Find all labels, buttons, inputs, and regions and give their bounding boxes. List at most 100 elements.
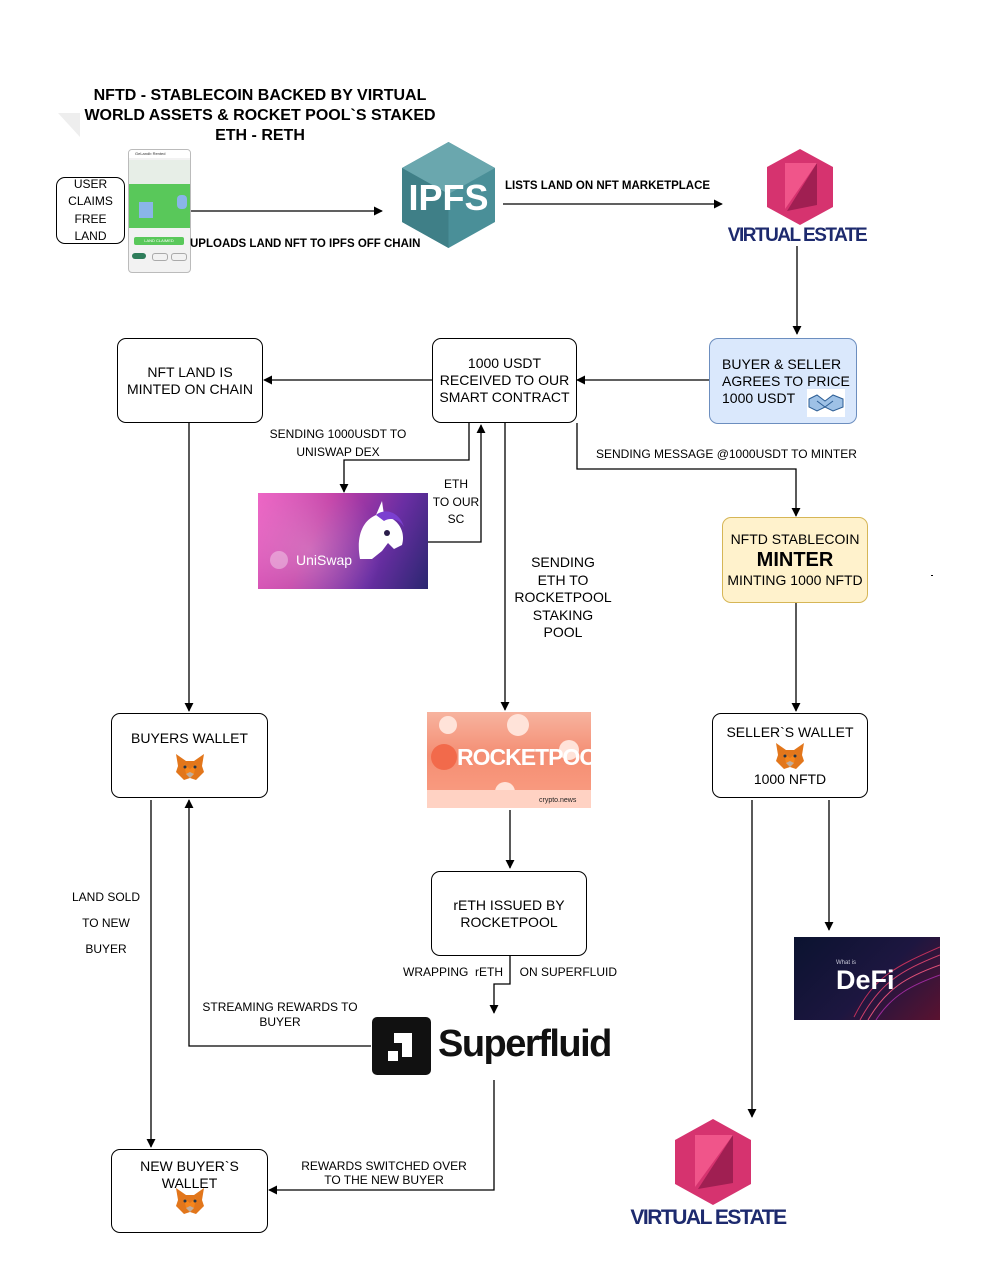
phone-screenshot: GeLandb Rented LAND CLAIMED xyxy=(128,149,191,273)
crypto-news-credit: crypto.news xyxy=(539,797,577,804)
label-eth-line-3: SC xyxy=(447,512,465,526)
label-land-sold-line-3: BUYER xyxy=(85,942,127,956)
nft-minted-line-2: MINTED ON CHAIN xyxy=(127,380,253,397)
metamask-fox-icon xyxy=(175,1188,204,1214)
new-buyer-line-2: WALLET xyxy=(161,1175,218,1191)
label-eth-line-2: TO OUR xyxy=(432,494,480,509)
edge-usdt-minter xyxy=(576,423,801,517)
label-streaming-line-1: STREAMING REWARDS TO xyxy=(202,1000,358,1014)
title-corner-tab xyxy=(58,113,80,137)
buyers-wallet-title: BUYERS WALLET xyxy=(131,730,248,746)
reth-issued-box: rETH ISSUED BY ROCKETPOOL xyxy=(431,871,587,956)
user-claims-line-4: LAND xyxy=(74,229,107,243)
defi-waves xyxy=(853,946,940,1020)
label-land-sold-line-1: LAND SOLD xyxy=(71,890,141,904)
buyer-seller-box: BUYER & SELLER AGREES TO PRICE 1000 USDT xyxy=(709,338,857,424)
defi-image: What is DeFi xyxy=(794,937,940,1020)
stray-dot xyxy=(931,575,933,576)
label-uploads-ipfs: UPLOADS LAND NFT TO IPFS OFF CHAIN xyxy=(190,238,421,250)
superfluid-logo: Superfluid xyxy=(372,1014,618,1078)
edge-usdt-uniswap xyxy=(339,423,470,493)
label-sending-eth-line-2: ETH TO xyxy=(537,571,589,588)
ipfs-logo-text: IPFS xyxy=(408,177,488,218)
edge-reth-superfluid xyxy=(489,956,511,1014)
defi-small-text: What is xyxy=(836,960,857,966)
title-line-1: NFTD - STABLECOIN BACKED BY VIRTUAL xyxy=(93,87,427,104)
ipfs-logo: IPFS xyxy=(402,142,495,248)
label-land-sold-line-2: TO NEW xyxy=(82,916,130,930)
nftd-minter-box: NFTD STABLECOIN MINTER MINTING 1000 NFTD xyxy=(722,517,868,603)
virtual-estate-logo-bottom xyxy=(675,1119,751,1205)
virtual-estate-logo-top xyxy=(767,149,833,225)
edge-superfluid-newbuyer xyxy=(268,1080,495,1195)
metamask-fox-icon xyxy=(776,742,804,769)
metamask-fox-icon xyxy=(175,754,204,780)
title-line-2: WORLD ASSETS & ROCKET POOL`S STAKED xyxy=(84,107,436,124)
edge-uniswap-usdt xyxy=(428,424,486,543)
label-rewards-line-1: REWARDS SWITCHED OVER xyxy=(301,1159,467,1173)
new-buyer-line-1: NEW BUYER`S xyxy=(140,1158,239,1174)
user-claims-line-1: USER xyxy=(73,176,108,191)
land-claimed-button: LAND CLAIMED xyxy=(134,237,184,245)
rocket-icon xyxy=(431,744,457,770)
new-buyer-wallet-box: NEW BUYER`S WALLET xyxy=(111,1149,268,1233)
label-wrapping-reth: WRAPPING rETH ON SUPERFLUID xyxy=(403,964,617,980)
superfluid-mark-icon xyxy=(372,1017,431,1075)
nft-minted-box: NFT LAND IS MINTED ON CHAIN xyxy=(117,338,263,423)
uniswap-logo-text: UniSwap xyxy=(296,552,353,568)
sellers-wallet-amount: 1000 NFTD xyxy=(753,770,827,787)
label-streaming-line-2: BUYER xyxy=(259,1015,301,1029)
user-claims-line-2: CLAIMS xyxy=(68,194,113,208)
usdt-received-line-3: SMART CONTRACT xyxy=(439,389,570,405)
label-sending-eth-rocketpool: SENDING ETH TO ROCKETPOOL STAKING POOL xyxy=(508,554,618,642)
minter-line-3: MINTING 1000 NFTD xyxy=(727,572,863,588)
defi-title: DeFi xyxy=(836,965,895,995)
usdt-received-box: 1000 USDT RECEIVED TO OUR SMART CONTRACT xyxy=(432,338,577,423)
label-rewards-switched: REWARDS SWITCHED OVER TO THE NEW BUYER xyxy=(296,1159,472,1187)
reth-issued-line-1: rETH ISSUED BY xyxy=(453,896,565,913)
nft-minted-line-1: NFT LAND IS xyxy=(147,363,233,380)
handshake-icon xyxy=(807,389,845,417)
unicorn-icon xyxy=(358,501,404,559)
phone-header: GeLandb Rented xyxy=(129,150,190,158)
sellers-wallet-title: SELLER`S WALLET xyxy=(726,723,854,740)
label-sending-eth-line-1: SENDING xyxy=(531,554,595,570)
label-wrapping-part-1: WRAPPING rETH xyxy=(403,965,504,979)
label-wrapping-part-2: ON SUPERFLUID xyxy=(519,965,617,979)
label-lists-marketplace: LISTS LAND ON NFT MARKETPLACE xyxy=(505,180,711,192)
label-sending-message-minter: SENDING MESSAGE @1000USDT TO MINTER xyxy=(596,447,857,461)
superfluid-wordmark: Superfluid xyxy=(438,1023,612,1065)
label-sending-eth-line-4: STAKING xyxy=(532,606,594,623)
virtual-estate-text-top: VIRTUAL ESTATE xyxy=(727,225,868,246)
reth-issued-line-2: ROCKETPOOL xyxy=(460,913,558,930)
label-streaming-rewards: STREAMING REWARDS TO BUYER xyxy=(200,1000,360,1030)
label-eth-line-1: ETH xyxy=(444,477,468,491)
uniswap-image: UniSwap xyxy=(258,493,428,589)
uniswap-badge-icon xyxy=(270,551,288,569)
label-sending-eth-line-3: ROCKETPOOL xyxy=(514,589,612,605)
usdt-received-line-2: RECEIVED TO OUR xyxy=(439,372,570,388)
label-eth-to-sc: ETH TO OUR SC xyxy=(429,476,483,529)
usdt-received-line-1: 1000 USDT xyxy=(467,355,542,371)
label-sending-usdt-line-1: SENDING 1000USDT TO xyxy=(269,427,407,441)
label-sending-usdt-uniswap: SENDING 1000USDT TO UNISWAP DEX xyxy=(264,425,412,461)
buyer-seller-line-3: 1000 USDT xyxy=(722,389,796,406)
rocketpool-image: ROCKETPOOL crypto.news xyxy=(427,712,591,808)
edge-superfluid-buyers xyxy=(184,799,371,1047)
label-rewards-line-2: TO THE NEW BUYER xyxy=(324,1173,444,1187)
minter-line-1: NFTD STABLECOIN xyxy=(730,531,860,547)
buyer-seller-line-1: BUYER & SELLER xyxy=(722,355,842,372)
user-claims-box: USER CLAIMS FREE LAND xyxy=(56,177,125,244)
virtual-estate-text-bottom: VIRTUAL ESTATE xyxy=(630,1206,787,1229)
title-line-3: ETH - RETH xyxy=(215,127,305,144)
buyer-seller-line-2: AGREES TO PRICE xyxy=(722,372,850,389)
diagram-title: NFTD - STABLECOIN BACKED BY VIRTUAL WORL… xyxy=(40,86,480,146)
label-sending-usdt-line-2: UNISWAP DEX xyxy=(296,445,380,459)
minter-title: MINTER xyxy=(756,549,834,571)
buyers-wallet-box: BUYERS WALLET xyxy=(111,713,268,798)
label-land-sold: LAND SOLD TO NEW BUYER xyxy=(60,884,152,962)
user-claims-line-3: FREE xyxy=(74,211,107,226)
rocketpool-logo-text: ROCKETPOOL xyxy=(457,744,591,770)
label-sending-eth-line-5: POOL xyxy=(543,624,583,640)
